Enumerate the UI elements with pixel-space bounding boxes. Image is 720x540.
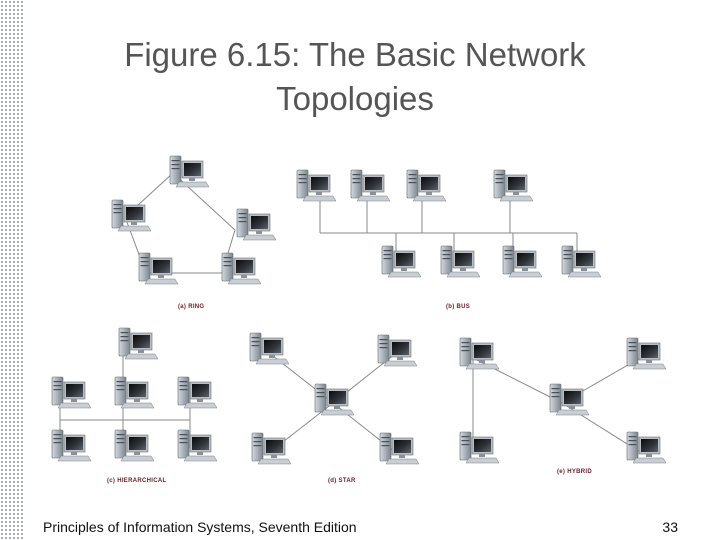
computer-workstation-icon [381,245,422,278]
computer-workstation-icon [459,337,500,370]
computer-workstation-icon [177,376,218,409]
title-line-1: Figure 6.15: The Basic Network [124,36,586,73]
computer-workstation-icon [406,169,447,202]
hierarchical-topology: (c) HIERARCHICAL [51,327,218,484]
computer-workstation-icon [350,169,391,202]
computer-workstation-icon [493,169,534,202]
computer-workstation-icon [626,431,667,464]
computer-workstation-icon [314,383,355,416]
computer-workstation-icon [51,376,92,409]
computer-workstation-icon [626,337,667,370]
computer-workstation-icon [114,429,155,462]
computer-workstation-icon [502,245,543,278]
dotted-border [0,0,24,540]
computer-workstation-icon [236,208,277,241]
computer-workstation-icon [459,431,500,464]
computer-workstation-icon [169,155,210,188]
footer-book-title: Principles of Information Systems, Seven… [43,519,357,535]
bus-caption: (b) BUS [446,304,470,310]
star-caption: (d) STAR [328,478,356,484]
computer-workstation-icon [379,432,420,465]
computer-workstation-icon [221,252,262,285]
slide-title: Figure 6.15: The Basic Network Topologie… [60,33,650,121]
computer-workstation-icon [51,429,92,462]
bus-topology: (b) BUS [296,169,602,310]
computer-workstation-icon [377,334,418,367]
title-line-2: Topologies [276,80,434,117]
hybrid-caption: (e) HYBRID [557,469,592,475]
computer-workstation-icon [440,245,481,278]
computer-workstation-icon [118,327,159,360]
computer-workstation-icon [114,376,155,409]
computer-workstation-icon [177,429,218,462]
ring-caption: (a) RING [178,304,204,310]
hybrid-topology: (e) HYBRID [459,337,667,475]
hierarchical-caption: (c) HIERARCHICAL [107,478,166,484]
ring-topology: (a) RING [111,155,277,310]
computer-workstation-icon [296,169,337,202]
computer-workstation-icon [249,332,290,365]
computer-workstation-icon [251,432,292,465]
computer-workstation-icon [111,199,152,232]
computer-workstation-icon [138,252,179,285]
star-topology: (d) STAR [249,332,420,484]
page-number: 33 [662,519,678,535]
computer-workstation-icon [549,383,590,416]
computer-workstation-icon [561,245,602,278]
